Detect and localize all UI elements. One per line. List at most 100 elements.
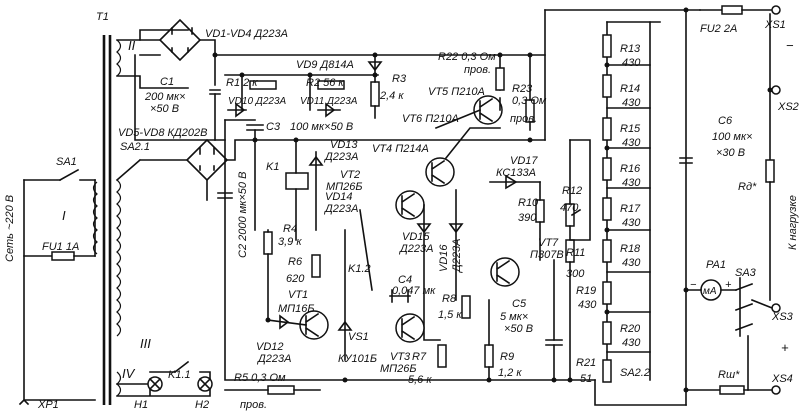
bridge-vd1-vd4: VD1-VD4 Д223А [116, 18, 288, 141]
label-r11: R11 [566, 247, 585, 259]
label-r18-value: 430 [622, 257, 641, 269]
label-r2: R2 56 к [306, 77, 344, 89]
resistor-r19 [602, 281, 612, 305]
label-r6: R6 [288, 256, 303, 268]
label-vt7-type: П307В [530, 249, 564, 261]
label-vt2: VT2 [340, 169, 360, 181]
label-vd12-type: Д223А [256, 353, 291, 365]
label-r23: R23 [512, 83, 533, 95]
label-c1-v1: 200 мк× [144, 91, 186, 103]
resistor-r17 [602, 197, 612, 221]
bridge-vd5-vd8: VD5-VD8 КД202В SA2.1 C2 2000 мк×50 В C3 … [115, 119, 546, 381]
label-rd: Rд* [738, 181, 757, 193]
label-c5: C5 [512, 298, 527, 310]
resistor-r7 [437, 344, 447, 368]
label-h1: H1 [134, 399, 148, 411]
label-c4-value: 0,047 мк [392, 285, 436, 297]
label-r14-value: 430 [622, 97, 641, 109]
label-c5-v2: ×50 В [504, 323, 533, 335]
label-vd14: VD14 [325, 191, 353, 203]
label-vd5-vd8: VD5-VD8 КД202В [118, 127, 207, 139]
label-r13: R13 [620, 43, 641, 55]
label-r3: R3 [392, 73, 407, 85]
label-r17: R17 [620, 203, 641, 215]
label-winding-ii: II [128, 38, 136, 53]
label-r23-note: пров. [510, 113, 537, 125]
label-r10-value: 390 [518, 212, 537, 224]
label-fu1: FU1 1А [42, 241, 79, 253]
label-xs1: XS1 [764, 19, 786, 31]
resistor-r9 [484, 344, 494, 368]
label-r8: R8 [442, 293, 457, 305]
label-xs4: XS4 [771, 373, 793, 385]
resistor-r20 [602, 321, 612, 345]
label-sa1: SA1 [56, 156, 77, 168]
protection-section: K1 VD13 Д223А R4 3,9 к R6 620 VT1 МП16Б … [256, 139, 377, 365]
label-vd16: VD16 [438, 244, 450, 272]
terminal-xs2 [771, 85, 781, 95]
junction-dots [212, 7, 773, 393]
label-fu2: FU2 2А [700, 23, 737, 35]
label-r16-value: 430 [622, 177, 641, 189]
label-vd12: VD12 [256, 341, 284, 353]
label-vt1-type: МП16Б [278, 303, 315, 315]
transformer-t1: T1 II III IV [92, 11, 151, 405]
label-c1: C1 [160, 76, 174, 88]
label-vd13: VD13 [330, 139, 358, 151]
label-ma: мА [703, 286, 717, 297]
label-r10: R10 [518, 197, 539, 209]
label-vd16-type: Д223А [451, 239, 463, 274]
label-vd10: VD10 Д223А [228, 96, 287, 107]
resistor-rd [765, 159, 775, 183]
label-c5-v1: 5 мк× [500, 311, 528, 323]
resistor-rsh [719, 385, 745, 395]
label-h2: H2 [195, 399, 209, 411]
label-c4: C4 [398, 274, 412, 286]
label-r5: R5 0,3 Ом [234, 372, 286, 384]
label-xs2: XS2 [777, 101, 799, 113]
label-vt1: VT1 [288, 289, 308, 301]
label-sa21: SA2.1 [120, 141, 150, 153]
label-vd13-type: Д223А [323, 151, 358, 163]
label-r19: R19 [576, 285, 596, 297]
reference-amp-section: VT7 П307В VD17 КС133А R10 390 R12 470 R1… [489, 139, 585, 381]
label-vt7: VT7 [538, 237, 559, 249]
label-vd1-vd4: VD1-VD4 Д223А [205, 28, 288, 40]
resistor-r5 [267, 385, 295, 395]
label-r21: R21 [576, 357, 596, 369]
label-vd17: VD17 [510, 155, 538, 167]
label-r13-value: 430 [622, 57, 641, 69]
fuse-fu1 [51, 251, 75, 261]
label-r5-note: пров. [240, 399, 267, 411]
label-r1: R1 2 к [226, 77, 258, 89]
label-rsh: Rш* [718, 369, 740, 381]
resistor-r13 [602, 34, 612, 58]
label-vt3: VT3 [390, 351, 411, 363]
label-vt3-type: МП26Б [380, 363, 417, 375]
label-vd17-type: КС133А [496, 167, 536, 179]
label-k11: K1.1 [168, 369, 191, 381]
resistor-r1 [249, 80, 277, 90]
label-r23-value: 0,3 Ом [512, 95, 547, 107]
amplifier-section: C4 0,047 мк VT3 МП26Б R7 5,6 к R8 1,5 к … [380, 259, 563, 386]
label-vd15-type: Д223А [398, 243, 433, 255]
label-c6-v2: ×30 В [716, 147, 745, 159]
label-net: Сеть ~220 В [4, 195, 16, 262]
label-r4-value: 3,9 к [278, 236, 302, 248]
resistor-r15 [602, 117, 612, 141]
resistor-r21 [602, 359, 612, 383]
terminal-xs4 [771, 385, 781, 395]
label-xp1: XP1 [37, 399, 59, 411]
label-k12: K1.2 [348, 263, 371, 275]
label-pa1-plus: + [725, 279, 732, 291]
label-vs1: VS1 [348, 331, 369, 343]
label-vt4: VT4 П214А [372, 143, 429, 155]
label-r12: R12 [562, 185, 582, 197]
label-r6-value: 620 [286, 273, 305, 285]
transistor-vt4 [425, 157, 455, 187]
resistor-r16 [602, 157, 612, 181]
label-winding-i: I [62, 208, 66, 223]
label-winding-iii: III [140, 336, 151, 351]
label-pa1-minus: − [690, 279, 697, 291]
